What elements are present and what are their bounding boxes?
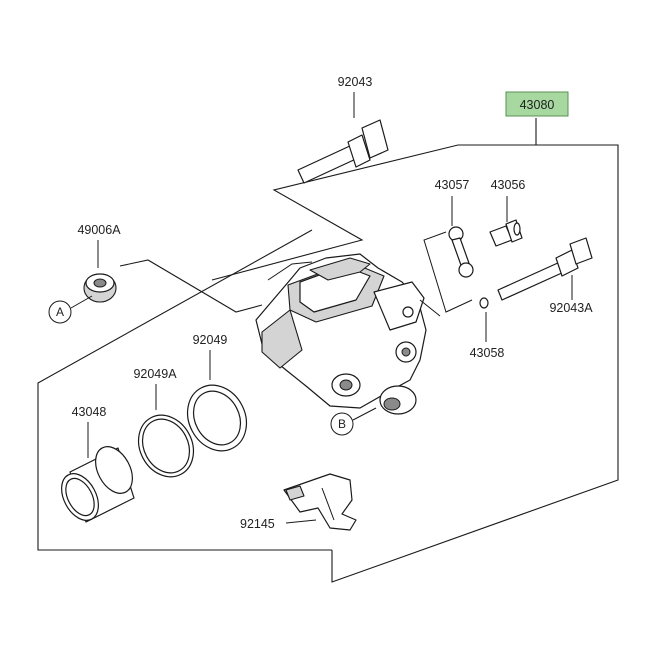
part-number-92043A: 92043A <box>549 301 593 315</box>
part-number-92049A: 92049A <box>133 367 177 381</box>
leader-caliper-right <box>419 299 441 317</box>
assembly-label-bg <box>505 91 569 117</box>
part-number-49006A: 49006A <box>77 223 121 237</box>
boot-frame <box>119 259 263 313</box>
part-number-92145: 92145 <box>240 517 275 531</box>
ref-b-label: B <box>338 417 346 431</box>
part-43058[interactable]: 43058 <box>470 297 505 360</box>
ref-a-marker[interactable]: A <box>48 295 93 324</box>
part-number-43048: 43048 <box>72 405 107 419</box>
part-number-43058: 43058 <box>470 346 505 360</box>
part-43056[interactable]: 43056 <box>489 178 526 247</box>
part-92049A[interactable]: 92049A <box>128 367 204 486</box>
part-number-43056: 43056 <box>491 178 526 192</box>
part-43057[interactable]: 43057 <box>435 178 474 278</box>
part-92049[interactable]: 92049 <box>176 333 257 461</box>
ref-b-marker[interactable]: B <box>330 385 417 436</box>
caliper-body <box>255 253 427 409</box>
ref-a-label: A <box>56 305 64 319</box>
assembly-label-43080[interactable]: 43080 <box>505 91 569 117</box>
part-49006A[interactable]: 49006A <box>77 223 121 303</box>
part-92043A[interactable]: 92043A <box>497 237 593 315</box>
part-number-43057: 43057 <box>435 178 470 192</box>
part-number-92043: 92043 <box>338 75 373 89</box>
part-number-43080: 43080 <box>520 98 555 112</box>
part-number-92049: 92049 <box>193 333 228 347</box>
assembly-frame <box>37 118 619 583</box>
part-92145[interactable]: 92145 <box>240 473 357 531</box>
leader-bleeder <box>423 231 473 313</box>
part-92043[interactable]: 92043 <box>297 75 389 184</box>
part-43048[interactable]: 43048 <box>54 405 140 527</box>
